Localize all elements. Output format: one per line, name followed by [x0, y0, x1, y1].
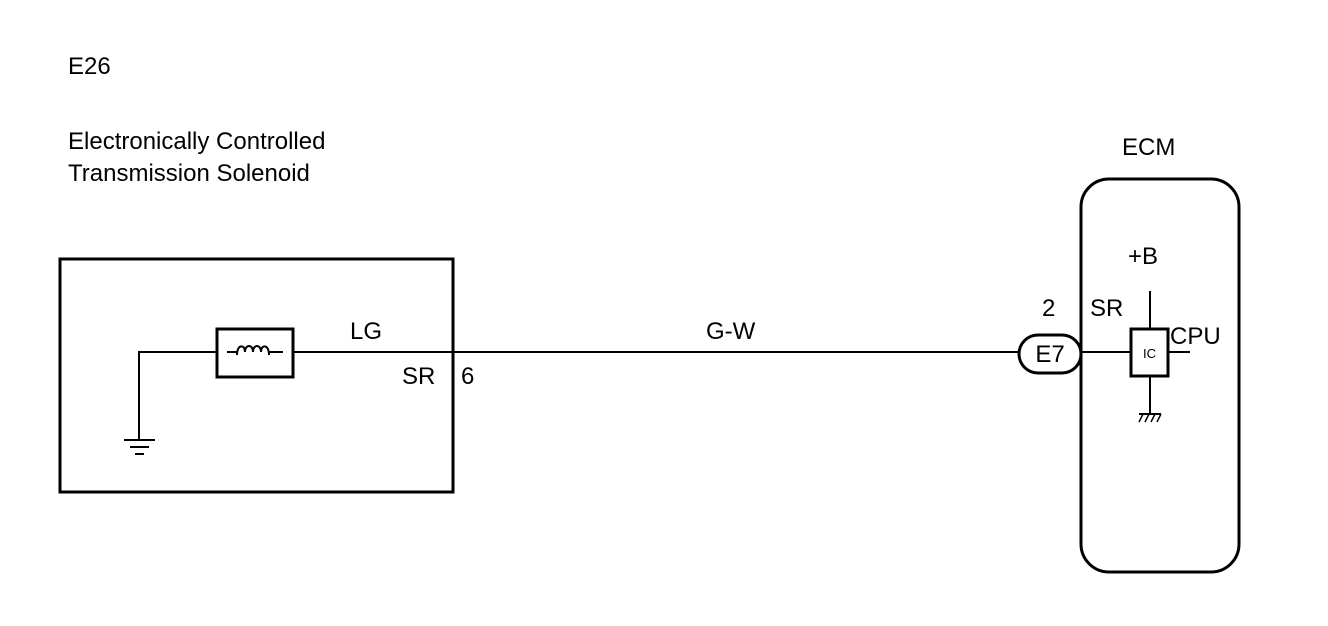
solenoid-component-box	[58, 257, 455, 494]
ecm-component-box	[1079, 177, 1241, 574]
ground-icon	[1138, 413, 1162, 423]
ecm-title: ECM	[1122, 134, 1175, 161]
ground-icon	[124, 439, 155, 455]
solenoid-wire-color: LG	[350, 318, 382, 345]
harness-wire-color: G-W	[706, 318, 756, 345]
solenoid-pin-number: 6	[461, 363, 474, 390]
solenoid-ground-wire	[138, 351, 217, 440]
ecm-ic-label: IC	[1143, 346, 1156, 361]
ecm-supply-label: +B	[1128, 243, 1158, 270]
coil-icon	[215, 327, 295, 379]
solenoid-connector-code: E26	[68, 53, 111, 80]
ecm-connector-badge	[1017, 333, 1083, 375]
ecm-connector-code: E7	[1035, 341, 1064, 368]
solenoid-terminal-name: SR	[402, 363, 435, 390]
solenoid-title-line2: Transmission Solenoid	[68, 160, 310, 187]
solenoid-title-line1: Electronically Controlled	[68, 128, 325, 155]
ecm-pin-number: 2	[1042, 295, 1055, 322]
ecm-cpu-label: CPU	[1170, 323, 1221, 350]
ecm-terminal-name: SR	[1090, 295, 1123, 322]
